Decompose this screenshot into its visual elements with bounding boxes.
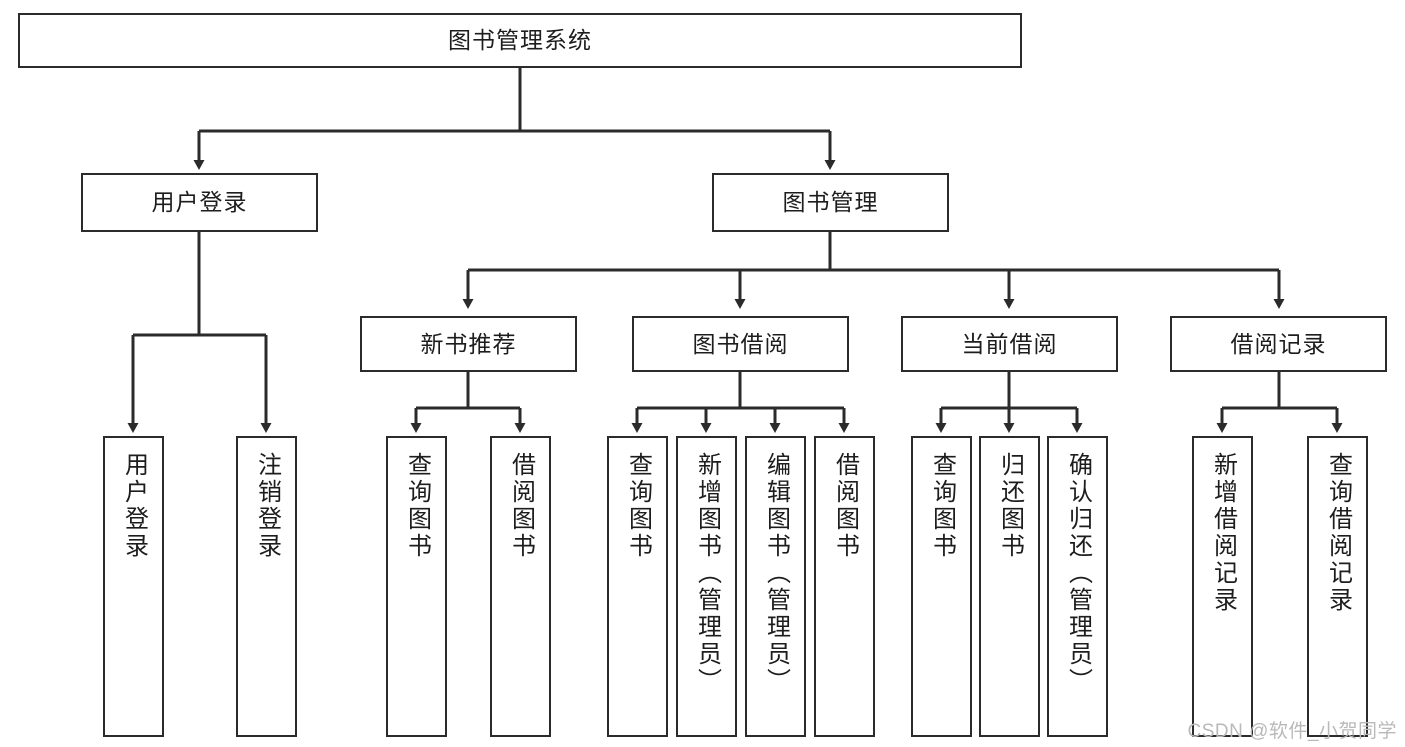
node-leaf-return-book[interactable]: 归还图书 [979,436,1040,737]
node-leaf-query-book-borrow[interactable]: 查询图书 [607,436,668,737]
node-label: 新增图书（管理员） [693,452,721,695]
node-label: 图书管理 [782,189,879,216]
node-root-book-management-system[interactable]: 图书管理系统 [18,13,1022,68]
csdn-watermark: CSDN @软件_小贺同学 [1187,721,1397,742]
node-user-login[interactable]: 用户登录 [81,173,318,232]
node-leaf-add-borrow-record[interactable]: 新增借阅记录 [1192,436,1253,737]
node-label: 查询借阅记录 [1324,452,1352,614]
node-label: 新书推荐 [420,330,517,357]
node-leaf-query-book-recommend[interactable]: 查询图书 [386,436,447,737]
node-label: 归还图书 [996,452,1024,560]
node-leaf-confirm-return-admin[interactable]: 确认归还（管理员） [1047,436,1108,737]
node-label: 用户登录 [151,189,248,216]
node-leaf-borrow-book[interactable]: 借阅图书 [814,436,875,737]
node-label: 新增借阅记录 [1209,452,1237,614]
node-label: 图书管理系统 [448,27,592,54]
node-label: 借阅记录 [1230,330,1327,357]
node-current-borrow[interactable]: 当前借阅 [901,316,1118,372]
node-book-management[interactable]: 图书管理 [712,173,949,232]
node-label: 借阅图书 [831,452,859,560]
node-label: 编辑图书（管理员） [762,452,790,695]
node-label: 查询图书 [403,452,431,560]
node-leaf-add-book-admin[interactable]: 新增图书（管理员） [676,436,737,737]
node-leaf-logout[interactable]: 注销登录 [236,436,297,737]
node-leaf-query-borrow-record[interactable]: 查询借阅记录 [1307,436,1368,737]
node-label: 查询图书 [624,452,652,560]
node-label: 确认归还（管理员） [1064,452,1092,695]
node-leaf-edit-book-admin[interactable]: 编辑图书（管理员） [745,436,806,737]
node-new-book-recommend[interactable]: 新书推荐 [360,316,577,372]
node-borrow-record[interactable]: 借阅记录 [1170,316,1387,372]
node-label: 注销登录 [253,452,281,560]
node-label: 借阅图书 [507,452,535,560]
node-leaf-query-book-current[interactable]: 查询图书 [911,436,972,737]
node-label: 当前借阅 [961,330,1058,357]
node-label: 用户登录 [120,452,148,560]
node-leaf-borrow-book-recommend[interactable]: 借阅图书 [490,436,551,737]
node-label: 图书借阅 [692,330,789,357]
node-leaf-user-login[interactable]: 用户登录 [103,436,164,737]
node-label: 查询图书 [928,452,956,560]
node-book-borrow[interactable]: 图书借阅 [632,316,849,372]
